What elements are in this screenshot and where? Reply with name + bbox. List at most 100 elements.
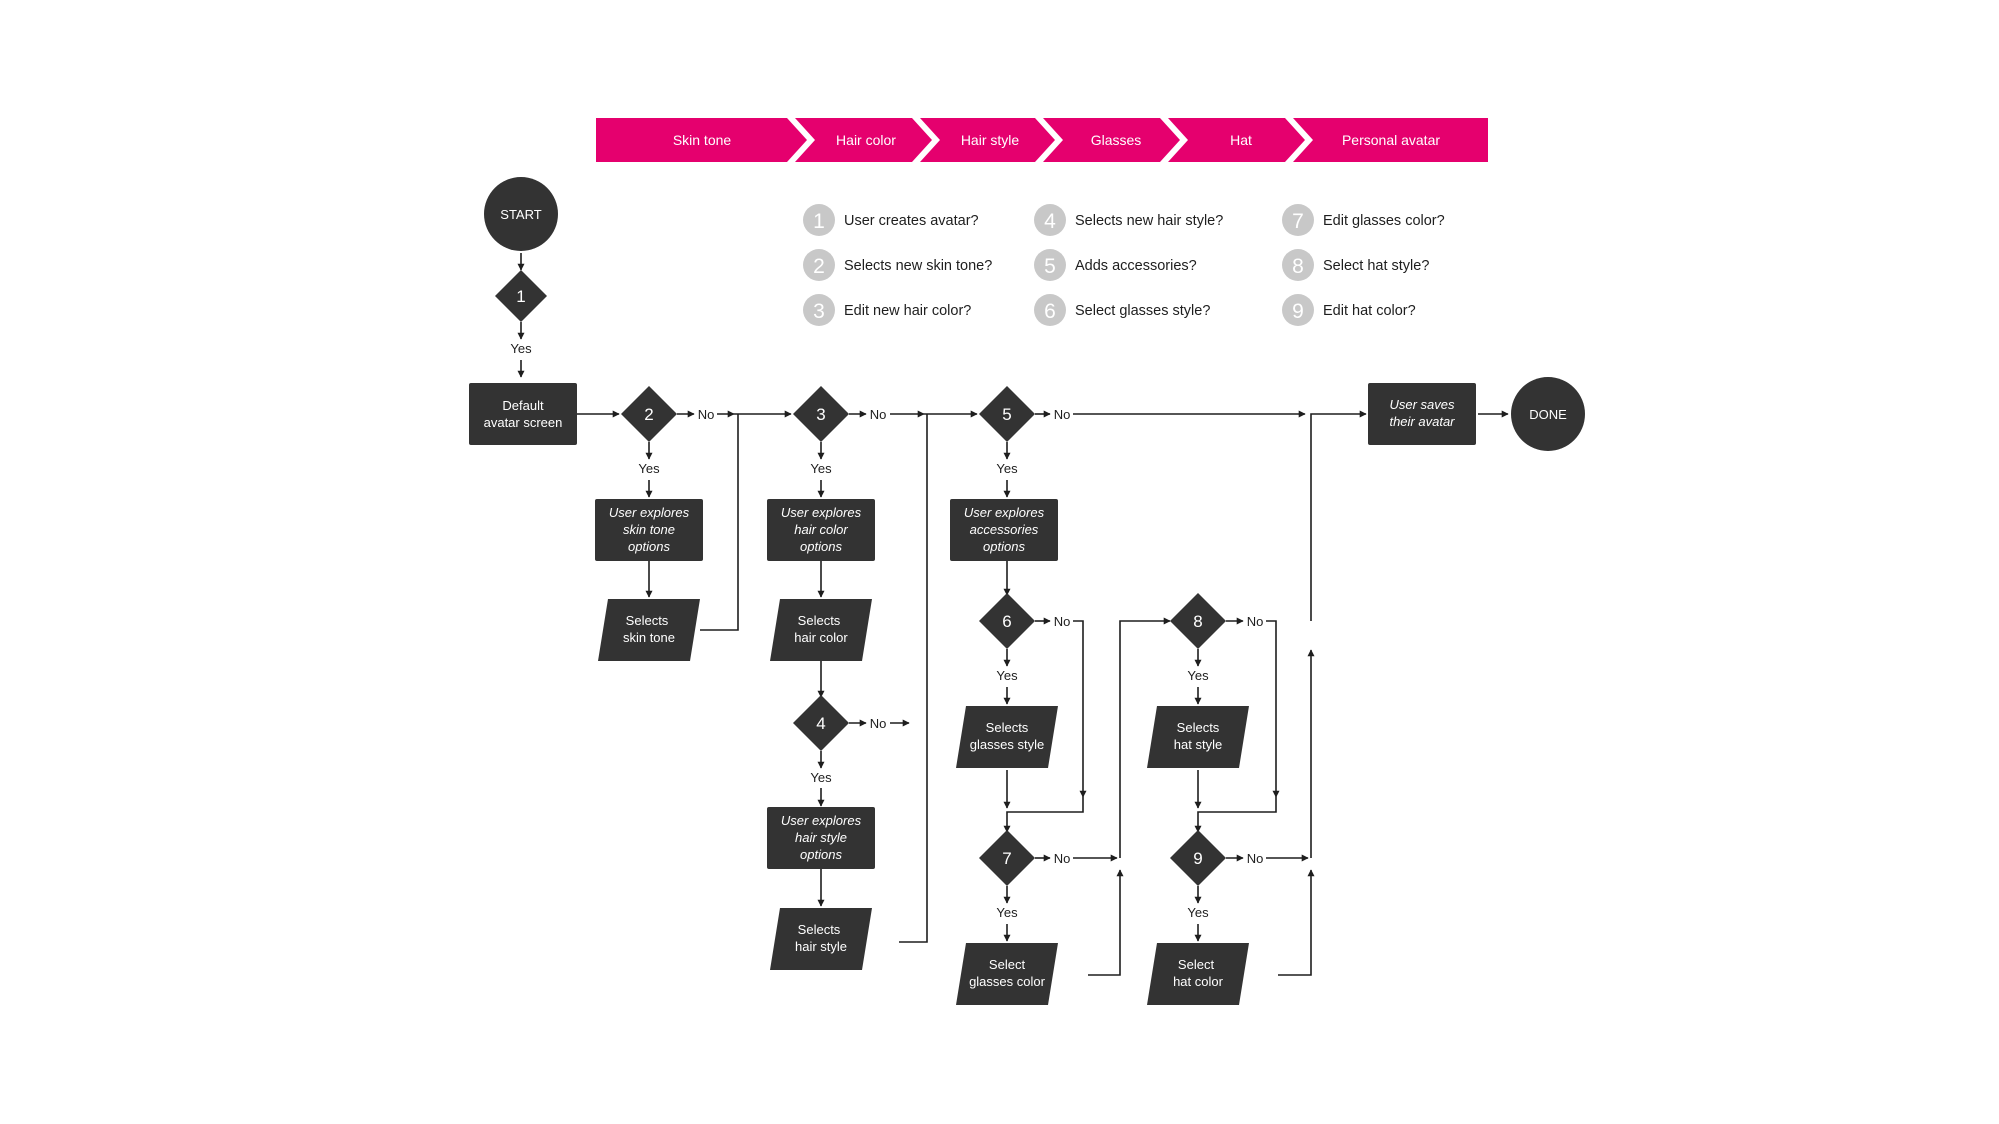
- decision-number: 2: [644, 405, 653, 424]
- legend-number: 5: [1044, 255, 1056, 278]
- input-selects-hair-color: Selects hair color: [770, 599, 872, 661]
- process-explore-hair-style: User explores hair style options: [767, 807, 875, 869]
- stage-glasses: [1043, 118, 1180, 162]
- yes-label: Yes: [810, 461, 832, 476]
- legend-text: Adds accessories?: [1075, 258, 1197, 274]
- legend-number: 8: [1292, 255, 1304, 278]
- done-terminal: DONE: [1511, 377, 1585, 451]
- legend: 1 User creates avatar? 2 Selects new ski…: [803, 204, 1445, 326]
- stage-hair-style: [920, 118, 1055, 162]
- input-parallelogram: [956, 706, 1058, 768]
- process-text: User explores: [781, 505, 862, 520]
- process-text: hair style: [795, 830, 847, 845]
- legend-text: Selects new hair style?: [1075, 213, 1223, 229]
- input-parallelogram: [598, 599, 700, 661]
- stage-label: Personal avatar: [1342, 132, 1440, 148]
- decision-diamond: [979, 593, 1035, 649]
- legend-number-circle: [1034, 249, 1066, 281]
- process-text: Default: [502, 398, 544, 413]
- legend-number-circle: [803, 294, 835, 326]
- legend-text: Edit new hair color?: [844, 303, 971, 319]
- no-label: No: [698, 407, 715, 422]
- legend-text: Select glasses style?: [1075, 303, 1210, 319]
- connector: [1088, 869, 1124, 976]
- yes-label: Yes: [810, 770, 832, 785]
- process-text: options: [800, 539, 842, 554]
- connector: [1003, 797, 1084, 833]
- process-box: [469, 383, 577, 445]
- no-label: No: [1054, 407, 1071, 422]
- connector: [1278, 869, 1315, 976]
- legend-number-circle: [1034, 204, 1066, 236]
- no-label: No: [1054, 851, 1071, 866]
- legend-item: 7 Edit glasses color?: [1282, 204, 1445, 236]
- decision-diamond: [979, 386, 1035, 442]
- process-box: [767, 807, 875, 869]
- legend-item: 3 Edit new hair color?: [803, 294, 971, 326]
- legend-text: Select hat style?: [1323, 258, 1429, 274]
- process-box: [767, 499, 875, 561]
- input-parallelogram: [770, 599, 872, 661]
- legend-text: User creates avatar?: [844, 213, 979, 229]
- stage-label: Skin tone: [673, 132, 732, 148]
- yes-label: Yes: [638, 461, 660, 476]
- input-text: hat color: [1173, 974, 1224, 989]
- legend-number-circle: [1034, 294, 1066, 326]
- decision-diamond: [793, 386, 849, 442]
- legend-item: 5 Adds accessories?: [1034, 249, 1197, 281]
- input-text: Selects: [626, 613, 669, 628]
- process-box: [1368, 383, 1476, 445]
- legend-item: 8 Select hat style?: [1282, 249, 1429, 281]
- yes-label: Yes: [996, 905, 1018, 920]
- decision-number: 1: [516, 287, 525, 306]
- stage-label: Hair color: [836, 132, 896, 148]
- input-text: Select: [989, 957, 1026, 972]
- legend-number-circle: [1282, 204, 1314, 236]
- decision-2: 2: [621, 386, 677, 442]
- process-save-avatar: User saves their avatar: [1368, 383, 1476, 445]
- input-text: Selects: [798, 922, 841, 937]
- process-text: User saves: [1389, 397, 1455, 412]
- start-circle: [484, 177, 558, 251]
- input-text: glasses color: [969, 974, 1046, 989]
- connectors: [517, 253, 1509, 976]
- done-circle: [1511, 377, 1585, 451]
- connector: [1194, 797, 1277, 833]
- process-text: their avatar: [1389, 414, 1455, 429]
- legend-number: 7: [1292, 210, 1304, 233]
- process-text: options: [800, 847, 842, 862]
- process-text: User explores: [964, 505, 1045, 520]
- stage-label: Hat: [1230, 132, 1252, 148]
- input-selects-glasses-style: Selects glasses style: [956, 706, 1058, 768]
- legend-item: 2 Selects new skin tone?: [803, 249, 992, 281]
- legend-text: Edit glasses color?: [1323, 213, 1445, 229]
- yes-label: Yes: [1187, 668, 1209, 683]
- process-explore-hair-color: User explores hair color options: [767, 499, 875, 561]
- input-parallelogram: [956, 943, 1058, 1005]
- decision-1: 1: [495, 270, 547, 322]
- legend-number: 4: [1044, 210, 1056, 233]
- legend-number-circle: [803, 249, 835, 281]
- no-label: No: [1247, 851, 1264, 866]
- stage-label: Hair style: [961, 132, 1020, 148]
- yes-label: Yes: [510, 341, 532, 356]
- legend-text: Edit hat color?: [1323, 303, 1416, 319]
- legend-number: 2: [813, 255, 825, 278]
- decision-diamond: [621, 386, 677, 442]
- decision-number: 4: [816, 714, 825, 733]
- process-text: options: [628, 539, 670, 554]
- start-label: START: [500, 207, 541, 222]
- decision-5: 5: [979, 386, 1035, 442]
- decision-7: 7: [979, 830, 1035, 886]
- process-box: [950, 499, 1058, 561]
- process-text: accessories: [970, 522, 1039, 537]
- decision-9: 9: [1170, 830, 1226, 886]
- process-text: hair color: [794, 522, 848, 537]
- decision-4: 4: [793, 695, 849, 751]
- decision-diamond: [1170, 593, 1226, 649]
- process-default-avatar-screen: Default avatar screen: [469, 383, 577, 445]
- legend-item: 6 Select glasses style?: [1034, 294, 1210, 326]
- decision-number: 5: [1002, 405, 1011, 424]
- legend-number: 9: [1292, 300, 1304, 323]
